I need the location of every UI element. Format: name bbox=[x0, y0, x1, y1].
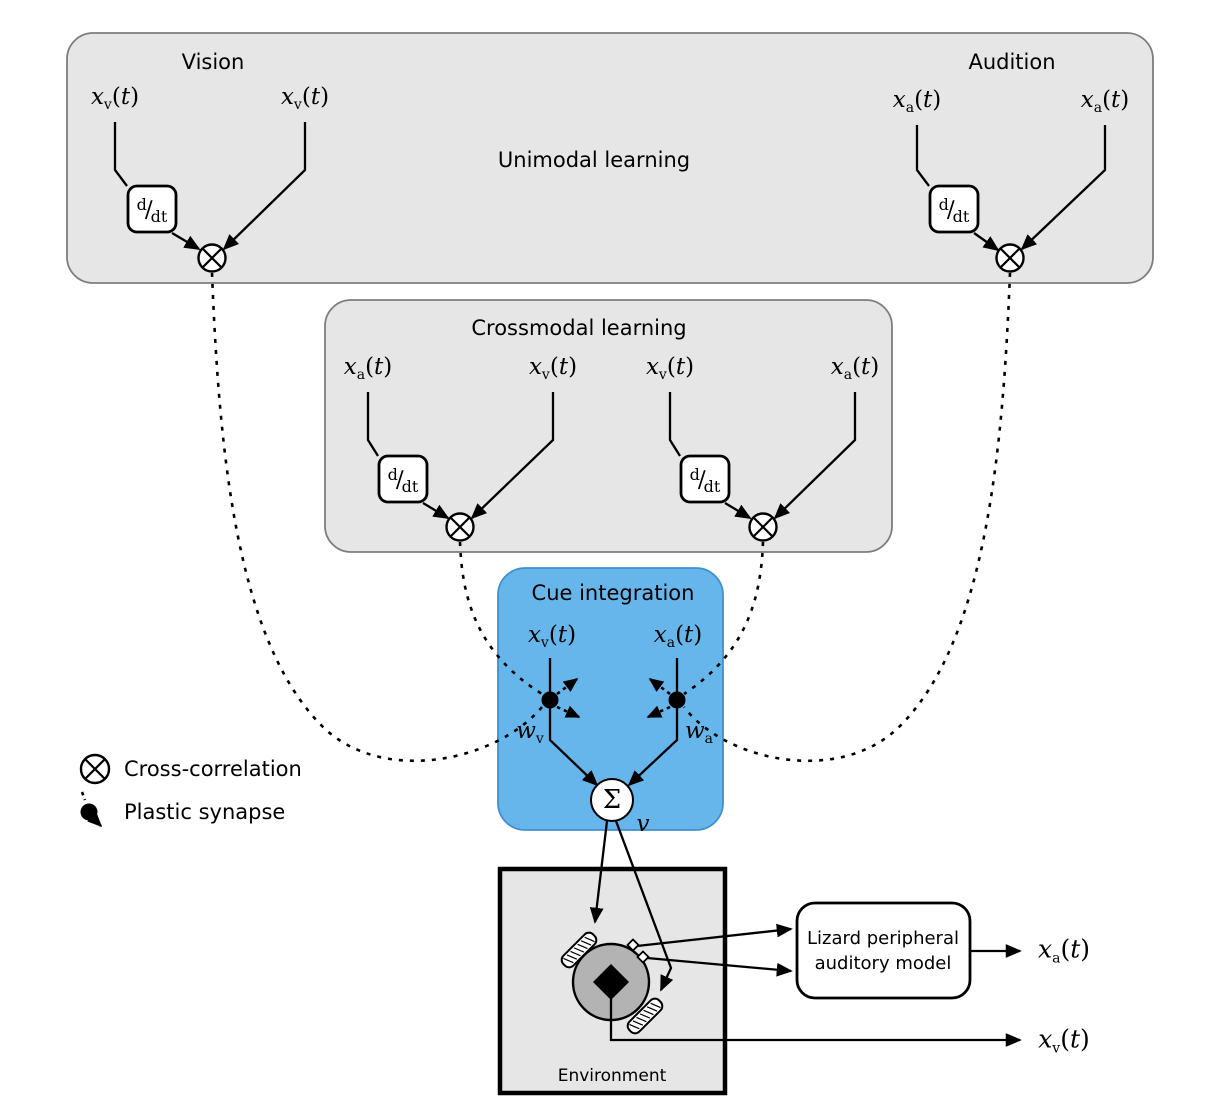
audio-output-label: xa(t) bbox=[1037, 934, 1091, 967]
robot-wheel-left bbox=[560, 931, 598, 969]
robot-ear-right bbox=[636, 950, 650, 964]
cue-integration-box bbox=[497, 567, 724, 831]
legend-plastic-synapse-icon bbox=[80, 791, 103, 828]
sum-node bbox=[590, 778, 634, 822]
crossmodal-left-circuit bbox=[366, 392, 555, 542]
vision-input-right-label: xv(t) bbox=[280, 83, 330, 113]
audition-ddt-box bbox=[928, 184, 980, 234]
crossmodal-right-ddt-label: d∕dt bbox=[689, 464, 721, 496]
unimodal-learning-box bbox=[66, 32, 1154, 284]
unimodal-left-signal-curve bbox=[210, 272, 543, 763]
vision-output-label: xv(t) bbox=[1038, 1024, 1090, 1057]
crossmodal-input-3-label: xv(t) bbox=[645, 353, 695, 383]
vision-ddt-label: d∕dt bbox=[136, 194, 168, 226]
audition-ddt-label: d∕dt bbox=[938, 194, 970, 226]
crossmodal-right-ddt-box bbox=[679, 454, 731, 504]
vision-ddt-box bbox=[126, 184, 178, 234]
robot-heading-diamond bbox=[593, 964, 629, 1000]
crossmodal-left-ddt-label: d∕dt bbox=[387, 464, 419, 496]
crossmodal-right-cross-correlation-node bbox=[748, 512, 778, 542]
legend-glyphs bbox=[79, 753, 111, 828]
auditory-model-line2: auditory model bbox=[814, 953, 952, 974]
vision-input-left-label: xv(t) bbox=[90, 83, 140, 113]
weight-visual-label: wv bbox=[516, 717, 544, 747]
plastic-synapse-right bbox=[668, 691, 686, 709]
crossmodal-left-cross-correlation-node bbox=[445, 512, 475, 542]
crossmodal-input-2-label: xv(t) bbox=[528, 353, 578, 383]
audition-cross-correlation-node bbox=[995, 243, 1025, 273]
learning-signal-curves bbox=[210, 272, 1012, 763]
crossmodal-input-1-label: xa(t) bbox=[343, 353, 393, 383]
vision-cross-correlation-node bbox=[197, 243, 227, 273]
cue-input-audio-label: xa(t) bbox=[653, 621, 703, 651]
sum-symbol: Σ bbox=[602, 785, 622, 816]
vision-circuit bbox=[113, 122, 307, 273]
ear-to-model-wire-top bbox=[636, 923, 793, 948]
auditory-model-label: Lizard peripheral auditory model bbox=[807, 926, 959, 976]
legend-cross-correlation-label: Cross-correlation bbox=[124, 756, 302, 781]
crossmodal-right-signal-curve bbox=[683, 541, 765, 696]
environment-content bbox=[560, 820, 1022, 1047]
audition-input-left-label: xa(t) bbox=[892, 86, 942, 116]
legend-cross-correlation-icon bbox=[79, 753, 111, 785]
audition-circuit bbox=[915, 125, 1107, 273]
crossmodal-left-signal-curve bbox=[458, 541, 543, 696]
environment-box bbox=[497, 866, 728, 1096]
unimodal-right-signal-curve bbox=[682, 272, 1012, 763]
sum-output-label: v bbox=[636, 810, 650, 837]
ear-to-model-wire-bottom bbox=[646, 956, 793, 977]
unimodal-title: Unimodal learning bbox=[497, 147, 691, 172]
legend-plastic-synapse-label: Plastic synapse bbox=[124, 799, 286, 824]
robot-wheel-right bbox=[626, 997, 664, 1035]
cue-integration-title: Cue integration bbox=[531, 580, 695, 605]
plastic-synapse-left bbox=[541, 691, 559, 709]
crossmodal-input-4-label: xa(t) bbox=[830, 353, 880, 383]
weight-audio-label: wa bbox=[684, 717, 714, 747]
crossmodal-left-ddt-box bbox=[377, 454, 429, 504]
audition-title: Audition bbox=[968, 49, 1056, 74]
vision-title: Vision bbox=[181, 49, 245, 74]
crossmodal-right-circuit bbox=[668, 392, 857, 542]
vision-output-wire bbox=[609, 999, 1022, 1047]
audition-input-right-label: xa(t) bbox=[1080, 86, 1130, 116]
auditory-model-line1: Lizard peripheral bbox=[807, 928, 959, 949]
robot-ear-left bbox=[626, 938, 640, 952]
crossmodal-learning-box bbox=[324, 299, 893, 553]
crossmodal-title: Crossmodal learning bbox=[471, 315, 687, 340]
cue-input-visual-label: xv(t) bbox=[527, 621, 577, 651]
cue-integration-circuit bbox=[541, 658, 686, 822]
environment-label: Environment bbox=[557, 1066, 667, 1087]
